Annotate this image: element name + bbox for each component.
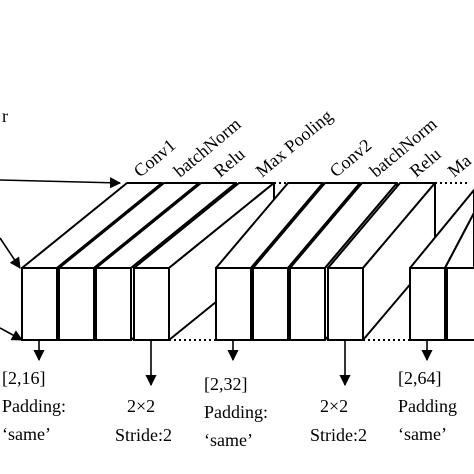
stage3-conv-padding-label: Padding — [398, 396, 457, 416]
stage1-layer-label-conv: Conv1 — [130, 135, 180, 181]
input-arrow-bottom — [0, 327, 23, 341]
input-arrow-top — [0, 177, 122, 189]
stage2-conv-padding-label: Padding: — [204, 402, 268, 422]
stage1-layer-label-maxpool: Max Pooling — [252, 106, 336, 181]
stage2-layer-label-maxpool: Ma — [444, 150, 474, 181]
stage3-batchnorm-block — [446, 267, 474, 341]
stage2-pool-stride: Stride:2 — [310, 425, 367, 445]
stage3-conv-kernel: [2,64] — [398, 368, 442, 388]
stage2-pool-size: 2×2 — [320, 396, 348, 416]
stage2-layer-label-conv: Conv2 — [326, 135, 376, 181]
input-label-fragment: r — [2, 106, 8, 126]
stage2-conv-kernel: [2,32] — [204, 374, 248, 394]
stage1-conv-kernel: [2,16] — [2, 368, 46, 388]
stage1-pool-size: 2×2 — [127, 396, 155, 416]
stage1-conv-padding-value: ‘same’ — [2, 424, 51, 444]
stage1-conv-padding-label: Padding: — [2, 396, 66, 416]
stage2-conv-padding-value: ‘same’ — [204, 430, 253, 450]
stage1-pool-stride: Stride:2 — [115, 425, 172, 445]
stage3-conv-padding-value: ‘same’ — [398, 424, 447, 444]
input-arrow-mid — [0, 237, 21, 269]
